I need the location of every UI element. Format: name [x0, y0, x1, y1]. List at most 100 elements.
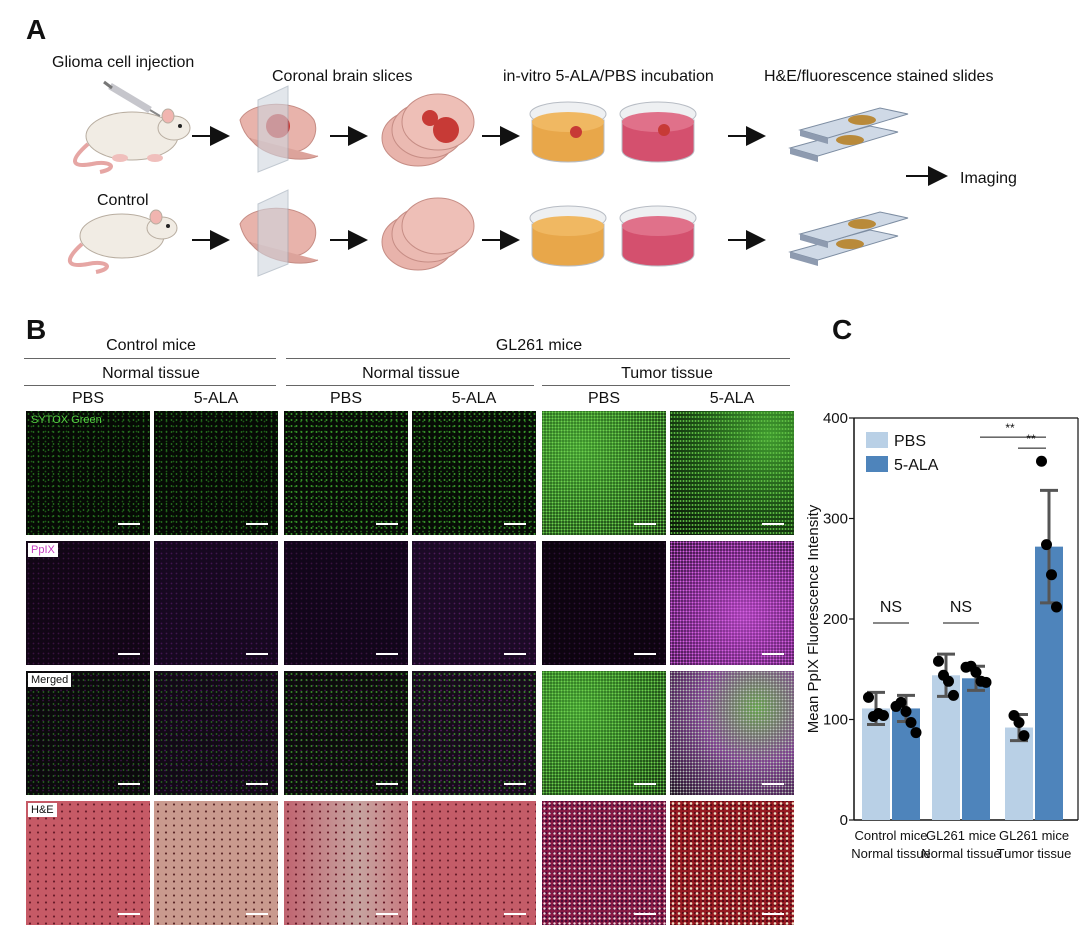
label-glioma-injection: Glioma cell injection	[52, 54, 195, 71]
data-point	[905, 717, 917, 729]
scale-bar	[634, 523, 656, 525]
col-6-ala: 5-ALA	[709, 390, 755, 407]
scale-bar	[504, 783, 526, 785]
x-tick-label: Tumor tissue	[997, 846, 1072, 861]
sig-label-outer: **	[1005, 421, 1015, 435]
stained-slides-tumor-icon	[788, 107, 909, 162]
row-tag-he: H&E	[28, 803, 57, 817]
rule-control-normal	[24, 385, 276, 386]
micrograph-merged-control-ala	[154, 671, 278, 795]
scale-bar	[246, 783, 268, 785]
scale-bar	[634, 783, 656, 785]
label-coronal-slices: Coronal brain slices	[272, 68, 413, 85]
scale-bar	[376, 523, 398, 525]
y-tick-label: 400	[823, 410, 848, 427]
scale-bar	[504, 653, 526, 655]
mouse-control-icon	[68, 209, 178, 274]
label-control: Control	[97, 192, 149, 209]
y-tick-label: 200	[823, 611, 848, 628]
scale-bar	[762, 783, 784, 785]
row-tag-ppix: PpIX	[28, 543, 58, 557]
y-axis-label: Mean PpIX Fluorescence Intensity	[805, 504, 822, 733]
micrograph-merged-gl261-tumor-pbs	[542, 671, 666, 795]
micrograph-he-control-pbs: H&E	[26, 801, 150, 925]
micrograph-he-gl261-tumor-ala	[670, 801, 794, 925]
bar-5-ala-1	[962, 678, 990, 820]
label-imaging: Imaging	[960, 170, 1017, 187]
micrograph-ppix-gl261-normal-ala	[412, 541, 536, 665]
dish-ala-control-icon	[619, 205, 697, 267]
tissue-gl261-tumor: Tumor tissue	[621, 365, 713, 382]
micrograph-he-control-ala	[154, 801, 278, 925]
micrograph-sytox-gl261-tumor-pbs	[542, 411, 666, 535]
micrograph-ppix-control-pbs: PpIX	[26, 541, 150, 665]
tissue-gl261-normal: Normal tissue	[362, 365, 460, 382]
legend-swatch	[866, 432, 888, 448]
micrograph-sytox-control-ala	[154, 411, 278, 535]
data-point	[900, 705, 912, 717]
data-point	[943, 675, 954, 687]
micrograph-ppix-gl261-tumor-ala	[670, 541, 794, 665]
ns-label-control: NS	[880, 599, 902, 616]
panel-a-letter: A	[26, 14, 47, 45]
legend-label: PBS	[894, 433, 926, 450]
scale-bar	[246, 523, 268, 525]
scale-bar	[634, 913, 656, 915]
data-point	[895, 696, 907, 708]
rule-gl261-normal	[286, 385, 534, 386]
micrograph-ppix-gl261-normal-pbs	[284, 541, 408, 665]
data-point	[1041, 539, 1052, 551]
micrograph-ppix-control-ala	[154, 541, 278, 665]
tissue-control-normal: Normal tissue	[102, 365, 200, 382]
stained-slides-control-icon	[788, 211, 909, 266]
micrograph-sytox-gl261-normal-pbs	[284, 411, 408, 535]
x-tick-label: GL261 mice	[926, 828, 996, 843]
y-tick-label: 100	[823, 712, 848, 729]
dish-pbs-tumor-icon	[529, 101, 607, 163]
scale-bar	[376, 913, 398, 915]
group-gl261-mice: GL261 mice	[495, 337, 583, 354]
data-point	[863, 691, 874, 703]
scale-bar	[118, 523, 140, 525]
label-stained-slides: H&E/fluorescence stained slides	[764, 68, 994, 85]
data-point	[1036, 455, 1047, 467]
col-4-ala: 5-ALA	[451, 390, 497, 407]
rule-gl261-tumor	[542, 385, 790, 386]
legend-swatch	[866, 456, 888, 472]
scale-bar	[762, 523, 784, 525]
brain-slice-plane-control-icon	[239, 189, 319, 277]
scale-bar	[634, 653, 656, 655]
scale-bar	[762, 653, 784, 655]
col-2-ala: 5-ALA	[193, 390, 239, 407]
micrograph-merged-gl261-normal-pbs	[284, 671, 408, 795]
row-tag-merged: Merged	[28, 673, 72, 687]
data-point	[980, 676, 992, 688]
scale-bar	[118, 783, 140, 785]
micrograph-sytox-gl261-tumor-ala	[670, 411, 794, 535]
x-tick-label: Normal tissue	[851, 846, 930, 861]
scale-bar	[762, 913, 784, 915]
x-tick-label: Control mice	[855, 828, 928, 843]
x-tick-label: GL261 mice	[999, 828, 1069, 843]
panel-c-letter: C	[832, 314, 853, 345]
data-point	[1013, 717, 1025, 729]
data-point	[1046, 569, 1057, 581]
col-1-pbs: PBS	[71, 390, 104, 407]
col-5-pbs: PBS	[587, 390, 620, 407]
micrograph-sytox-control-pbs: SYTOX Green	[26, 411, 150, 535]
micrograph-merged-gl261-tumor-ala	[670, 671, 794, 795]
bar-pbs-2	[1005, 727, 1033, 820]
rule-gl261-mice	[286, 358, 790, 359]
scale-bar	[504, 523, 526, 525]
col-3-pbs: PBS	[329, 390, 362, 407]
data-point	[1051, 601, 1062, 613]
schematic-illustrations	[68, 80, 948, 277]
scale-bar	[376, 783, 398, 785]
y-tick-label: 300	[823, 511, 848, 528]
scale-bar	[246, 913, 268, 915]
dish-pbs-control-icon	[529, 205, 607, 267]
mouse-injected-icon	[73, 80, 191, 174]
data-point	[970, 666, 982, 678]
scale-bar	[118, 913, 140, 915]
data-point	[948, 689, 959, 701]
